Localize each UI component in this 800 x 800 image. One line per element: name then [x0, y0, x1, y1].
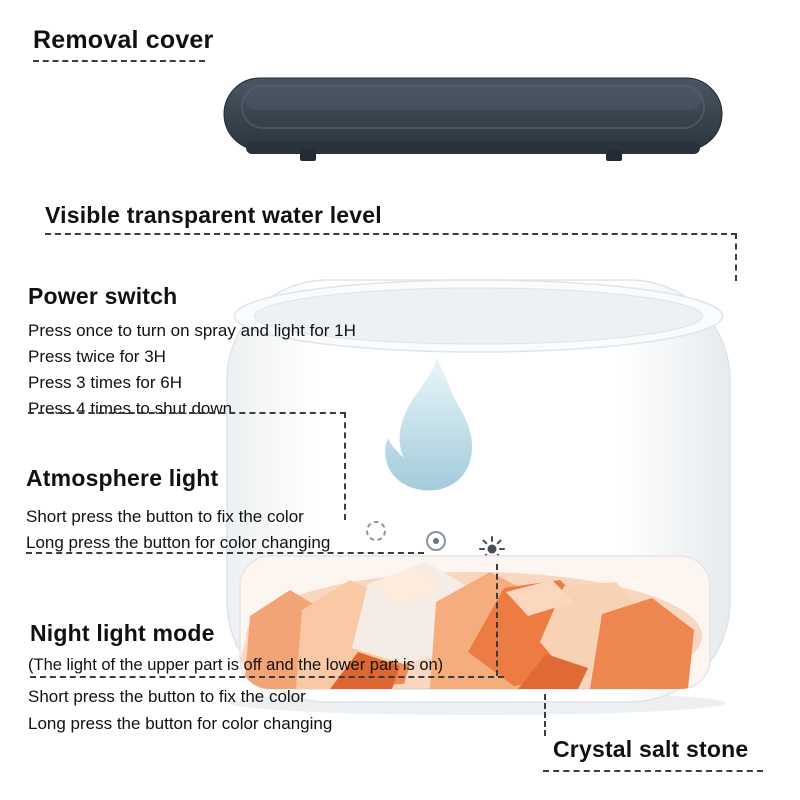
removal-cover-title: Removal cover — [33, 26, 214, 54]
removal-cover-leader-line — [33, 60, 205, 62]
crystal-salt-leader-line — [543, 770, 763, 772]
atmosphere-light-block: Atmosphere light Short press the button … — [26, 465, 330, 556]
atmosphere-light-line: Short press the button to fix the color — [26, 507, 304, 526]
power-switch-line: Press once to turn on spray and light fo… — [28, 321, 356, 340]
night-light-line: Short press the button to fix the color — [28, 687, 306, 706]
color-ring-icon — [366, 521, 386, 541]
power-switch-leader-line-vertical — [344, 412, 346, 520]
lid-foot-right — [606, 150, 622, 161]
power-switch-line: Press 3 times for 6H — [28, 373, 182, 392]
night-light-title: Night light mode — [30, 620, 215, 646]
night-light-line: (The light of the upper part is off and … — [28, 656, 444, 674]
night-light-line: Long press the button for color changing — [28, 714, 333, 733]
atmosphere-light-title: Atmosphere light — [26, 465, 219, 491]
night-light-leader-line-vertical — [496, 564, 498, 676]
removal-cover-lid — [223, 77, 723, 161]
flame-light-window — [385, 358, 473, 491]
lid-foot-left — [300, 150, 316, 161]
power-switch-title: Power switch — [28, 283, 178, 309]
power-switch-line: Press 4 times to shut down — [28, 399, 233, 418]
power-switch-block: Power switch Press once to turn on spray… — [28, 283, 356, 422]
power-switch-leader-line — [28, 412, 346, 414]
crystal-salt-stones — [240, 562, 702, 689]
atmosphere-light-line: Long press the button for color changing — [26, 533, 331, 552]
water-level-leader-line-vertical — [735, 233, 737, 281]
dot-button-icon — [426, 531, 446, 551]
crystal-salt-leader-line-vertical — [544, 694, 546, 736]
water-level-title: Visible transparent water level — [45, 202, 382, 228]
power-switch-line: Press twice for 3H — [28, 347, 166, 366]
water-level-leader-line — [45, 233, 737, 235]
night-light-leader-line — [30, 676, 504, 678]
water-tank-opening — [254, 287, 703, 345]
crystal-salt-title: Crystal salt stone — [553, 736, 749, 762]
atmosphere-light-leader-line — [26, 552, 424, 554]
salt-stone-tray — [239, 555, 711, 690]
